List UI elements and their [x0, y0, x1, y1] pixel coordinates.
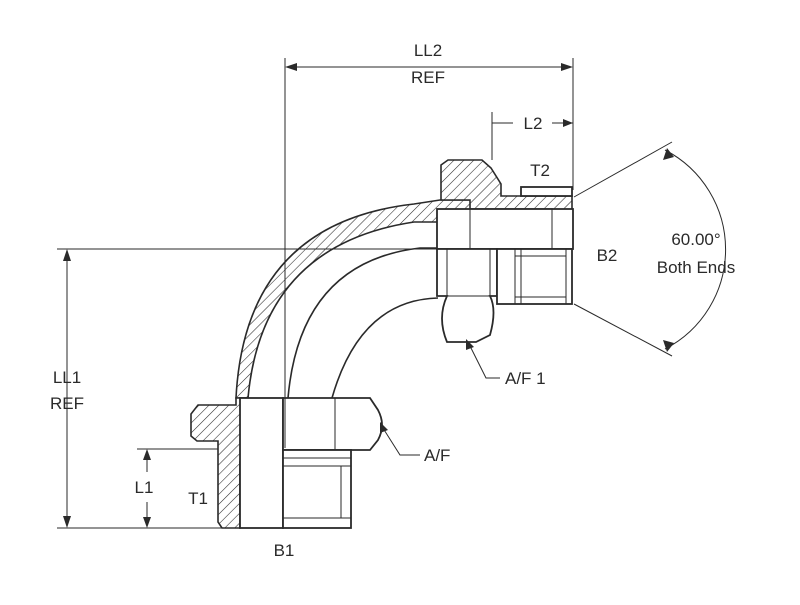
- lower-nut-body: [239, 397, 284, 529]
- angle-note: Both Ends: [657, 258, 735, 277]
- upper-seal-ring: [520, 186, 573, 197]
- af1-leader-line: [467, 341, 500, 379]
- elbow-inner-bore-line: [287, 247, 438, 399]
- arrowhead: [466, 339, 474, 350]
- l2-label: L2: [524, 114, 543, 133]
- leader-af: A/F: [380, 422, 450, 465]
- dimension-angle: 60.00° Both Ends: [573, 141, 735, 357]
- arrowhead: [663, 148, 674, 160]
- dimension-l2: L2: [491, 112, 573, 160]
- angle-leg-upper: [573, 141, 673, 198]
- af-label: A/F: [424, 446, 450, 465]
- arrowhead: [663, 340, 674, 352]
- upper-end-fitting: [436, 159, 574, 343]
- t1-label: T1: [188, 489, 208, 508]
- ll1-ref-label: REF: [50, 394, 84, 413]
- elbow-inner-bend-line: [331, 297, 439, 399]
- arrowhead: [143, 449, 151, 460]
- ll2-label: LL2: [414, 41, 442, 60]
- angle-label: 60.00°: [671, 230, 720, 249]
- lower-hex-af: [282, 397, 383, 451]
- dimension-l1: L1: [135, 448, 218, 528]
- lower-thread-b1: [282, 449, 352, 529]
- b1-label: B1: [274, 541, 295, 560]
- b2-label: B2: [597, 246, 618, 265]
- arrowhead: [63, 249, 71, 261]
- af1-label: A/F 1: [505, 369, 546, 388]
- arrowhead: [63, 516, 71, 528]
- upper-thread-b2: [496, 248, 573, 305]
- af-leader-line: [380, 424, 420, 456]
- ll1-label: LL1: [53, 368, 81, 387]
- arrowhead: [285, 63, 297, 71]
- l1-label: L1: [135, 478, 154, 497]
- lower-end-fitting: [190, 397, 383, 529]
- leader-af1: A/F 1: [466, 339, 546, 388]
- arrowhead: [143, 517, 151, 528]
- angle-arc: [664, 149, 727, 350]
- dimension-ll1: LL1 REF: [50, 248, 437, 529]
- arrowhead: [563, 119, 573, 127]
- upper-nut-body: [436, 208, 574, 250]
- t2-label: T2: [530, 161, 550, 180]
- arrowhead: [380, 422, 388, 433]
- angle-leg-lower: [573, 303, 673, 357]
- arrowhead: [561, 63, 573, 71]
- ll2-ref-label: REF: [411, 68, 445, 87]
- dimension-ll2: LL2 REF: [284, 41, 574, 448]
